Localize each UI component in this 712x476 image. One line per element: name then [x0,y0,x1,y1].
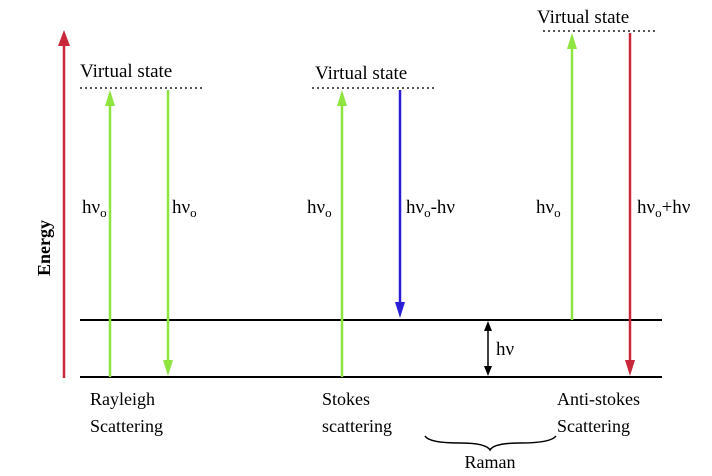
antistokes-emission-arrowhead [625,360,635,376]
label-rayleigh-down: hνo [172,197,197,220]
caption-stokes-line1: Stokes [322,389,370,409]
caption-rayleigh-line2: Scattering [90,416,163,436]
label-stokes-down: hνo-hν [406,197,455,220]
virtual-state-label-antistokes: Virtual state [537,7,629,28]
caption-stokes-line2: scattering [322,416,392,436]
antistokes-excitation-arrowhead [567,33,577,49]
raman-brace [424,435,557,452]
virtual-state-label-rayleigh: Virtual state [80,61,172,82]
label-rayleigh-up: hνo [82,197,107,220]
rayleigh-emission-arrowhead [163,360,173,376]
gap-arrow-head-top [484,321,492,331]
caption-raman: Raman [465,452,516,472]
caption-rayleigh-line1: Rayleigh [90,389,155,409]
virtual-state-label-stokes: Virtual state [315,63,407,84]
energy-axis-label: Energy [34,220,54,276]
energy-axis-arrowhead [58,30,70,46]
gap-arrow-head-bottom [484,366,492,376]
stokes-emission-arrowhead [395,302,405,318]
caption-antistokes-line2: Scattering [557,416,630,436]
rayleigh-excitation-arrowhead [105,90,115,106]
label-antistokes-up: hνo [536,197,561,220]
caption-antistokes-line1: Anti-stokes [557,389,640,409]
stokes-excitation-arrowhead [337,90,347,106]
label-antistokes-down: hνo+hν [637,197,691,220]
label-stokes-up: hνo [307,197,332,220]
gap-label: hν [496,339,515,360]
